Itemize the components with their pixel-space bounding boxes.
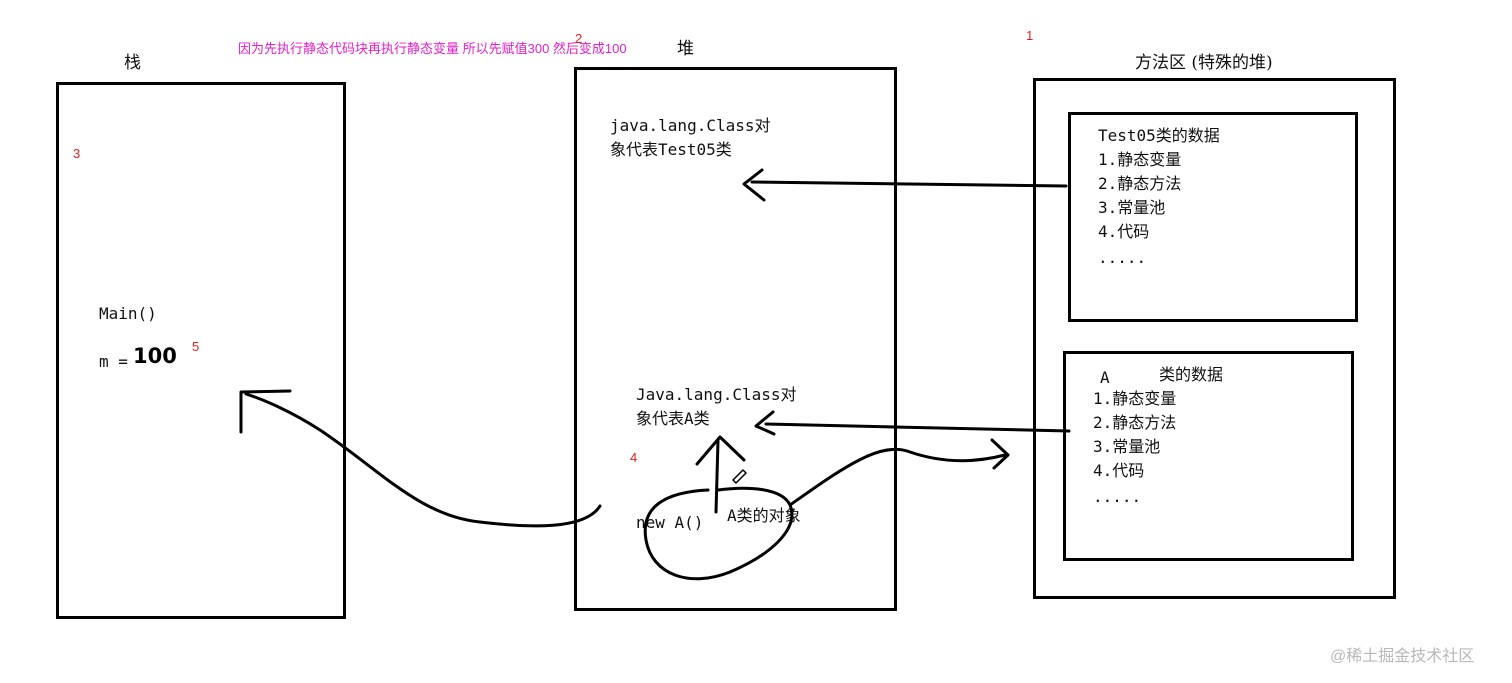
stack-box (56, 82, 346, 619)
class-object-test05-line1: java.lang.Class对 (610, 116, 771, 135)
a-item-constant-pool: 3.常量池 (1093, 437, 1161, 456)
pencil-cursor-icon (732, 469, 747, 484)
arrowhead-test05 (742, 168, 766, 202)
variable-m-label: m = (99, 352, 128, 371)
step-number-1: 1 (1026, 28, 1034, 43)
a-class-data-box (1063, 351, 1354, 561)
a-item-code: 4.代码 (1093, 461, 1145, 480)
arrowhead-a-data (754, 410, 776, 436)
curve-object-to-a-data (788, 447, 1007, 507)
a-item-ellipsis: ..... (1093, 487, 1142, 506)
step-number-4: 4 (630, 450, 638, 465)
step-number-2: 2 (575, 31, 583, 46)
test05-item-static-methods: 2.静态方法 (1098, 174, 1182, 193)
variable-m-value: 100 (133, 344, 177, 368)
test05-item-ellipsis: ..... (1098, 248, 1147, 267)
arrow-a-data-to-class-object (764, 422, 1071, 433)
watermark: @稀土掘金技术社区 (1330, 648, 1475, 665)
arrowhead-to-stack (239, 389, 292, 434)
step-number-5: 5 (192, 339, 200, 354)
test05-item-constant-pool: 3.常量池 (1098, 198, 1166, 217)
main-frame-label: Main() (99, 304, 157, 323)
method-area-title: 方法区 (特殊的堆) (1135, 53, 1273, 73)
test05-class-data-title: Test05类的数据 (1098, 126, 1220, 145)
a-class-data-title-rest: 类的数据 (1159, 365, 1224, 384)
method-area-box (1033, 78, 1396, 599)
a-object-label: A类的对象 (727, 506, 801, 525)
a-class-data-title-a: A (1100, 368, 1110, 387)
test05-item-static-vars: 1.静态变量 (1098, 150, 1182, 169)
circle-around-new-a (643, 486, 794, 581)
heap-box (574, 67, 897, 611)
a-item-static-methods: 2.静态方法 (1093, 413, 1177, 432)
step-number-3: 3 (73, 146, 81, 161)
heap-title: 堆 (677, 39, 694, 59)
stack-title: 栈 (124, 53, 141, 73)
arrowhead-to-a-data (990, 438, 1010, 470)
class-object-test05-line2: 象代表Test05类 (610, 140, 732, 159)
curve-heap-to-stack (244, 392, 602, 528)
class-object-a-line1: Java.lang.Class对 (636, 385, 797, 404)
arrow-test05-to-class-object (750, 180, 1068, 188)
test05-class-data-box (1068, 112, 1358, 322)
class-object-a-line2: 象代表A类 (636, 409, 710, 428)
arrowhead-object-to-class (695, 435, 746, 466)
test05-item-code: 4.代码 (1098, 222, 1150, 241)
new-a-expression: new A() (636, 513, 704, 532)
a-item-static-vars: 1.静态变量 (1093, 389, 1177, 408)
annotation-note: 因为先执行静态代码块再执行静态变量 所以先赋值300 然后变成100 (238, 41, 627, 56)
arrow-object-to-class (714, 439, 720, 514)
